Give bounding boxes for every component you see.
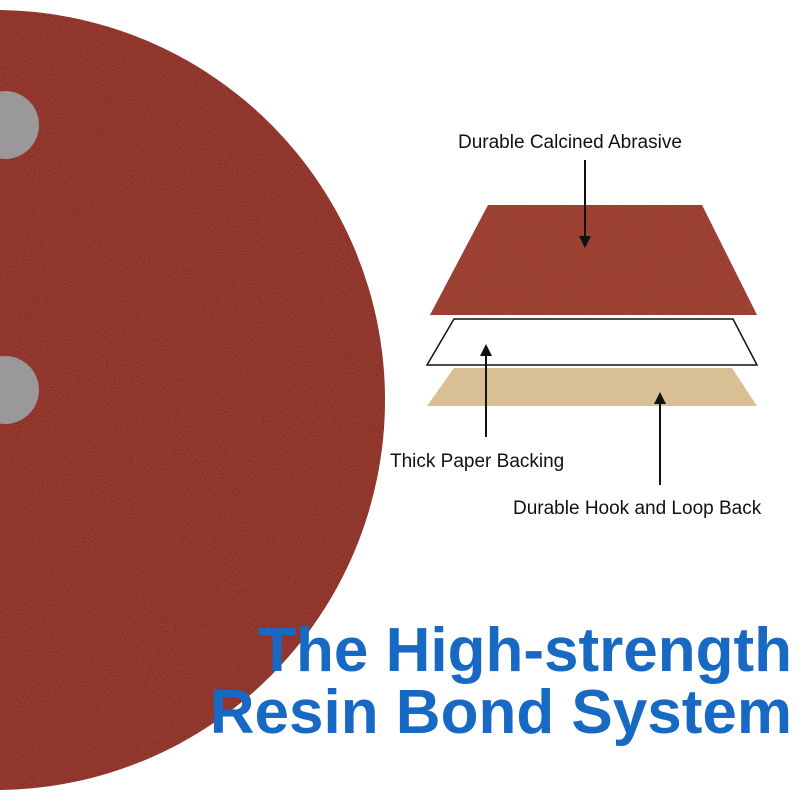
headline-line-1: The High-strength <box>258 616 792 685</box>
headline-line-2: Resin Bond System <box>209 678 792 747</box>
hook-loop-layer <box>427 368 757 406</box>
disc-hole <box>0 91 39 159</box>
label-hook-loop: Durable Hook and Loop Back <box>513 498 762 519</box>
label-abrasive: Durable Calcined Abrasive <box>458 132 682 153</box>
label-paper-backing: Thick Paper Backing <box>390 451 565 472</box>
paper-backing-layer <box>425 318 759 366</box>
disc-hole <box>0 356 39 424</box>
